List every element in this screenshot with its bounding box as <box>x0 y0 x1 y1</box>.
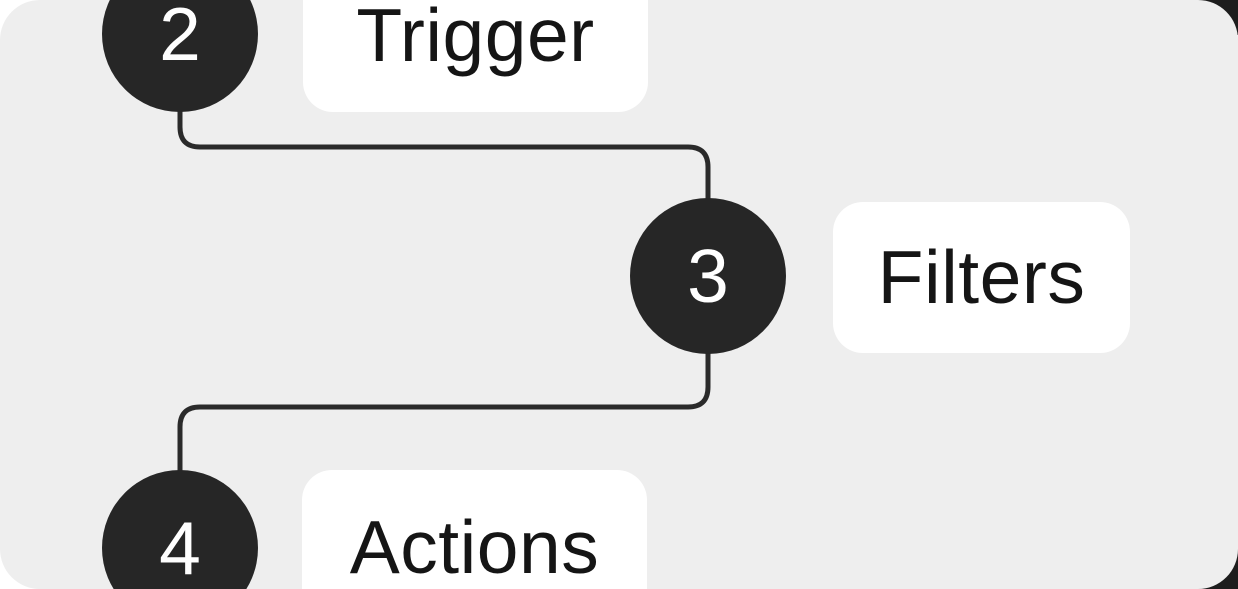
step-number-filters: 3 <box>687 233 729 318</box>
step-label-actions: Actions <box>349 504 600 589</box>
step-node-filters: 3 <box>630 198 786 354</box>
step-card-trigger: Trigger <box>303 0 648 112</box>
step-card-actions: Actions <box>302 470 647 589</box>
step-label-filters: Filters <box>877 235 1086 319</box>
step-label-trigger: Trigger <box>356 0 595 77</box>
step-card-filters: Filters <box>833 202 1130 353</box>
step-number-actions: 4 <box>159 505 201 589</box>
connector-path <box>177 90 711 485</box>
step-node-actions: 4 <box>102 470 258 589</box>
step-number-trigger: 2 <box>159 0 201 76</box>
